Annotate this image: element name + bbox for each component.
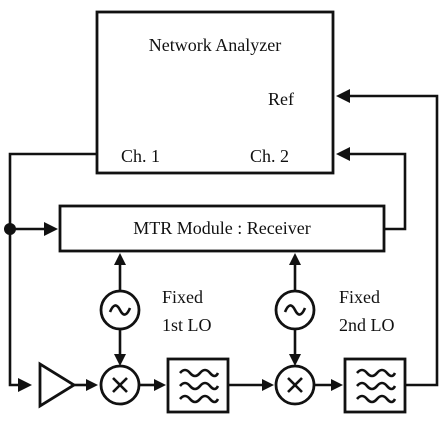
filter1-to-mixer2-line <box>228 379 274 391</box>
lo1-label-line1: Fixed <box>162 287 203 307</box>
network-analyzer-box: Network Analyzer Ref Ch. 1 Ch. 2 <box>95 10 335 175</box>
filter-2-icon <box>343 357 407 414</box>
mixer-1-icon <box>99 364 141 406</box>
mixer-2-icon <box>274 364 316 406</box>
receiver-box: MTR Module : Receiver <box>58 204 386 253</box>
ch1-signal-line <box>8 152 97 392</box>
lo1-to-receiver-line <box>114 253 126 291</box>
receiver-input-line <box>4 222 58 236</box>
amp-to-mixer1-line <box>74 379 98 391</box>
filter-1-icon <box>166 357 230 414</box>
lo2-label-line1: Fixed <box>339 287 380 307</box>
mixer2-to-filter2-line <box>314 379 343 391</box>
ch1-port-label: Ch. 1 <box>121 146 160 166</box>
receiver-to-ch2-line <box>336 147 407 231</box>
lo2-source-icon <box>274 289 316 331</box>
lo1-source-icon <box>99 289 141 331</box>
ref-feedback-line <box>336 89 439 387</box>
lo1-to-mixer1-line <box>114 329 126 366</box>
amplifier-icon <box>38 361 77 409</box>
ch2-port-label: Ch. 2 <box>250 146 289 166</box>
lo1-label-line2: 1st LO <box>162 315 212 335</box>
junction-dot-icon <box>4 223 16 235</box>
receiver-label: MTR Module : Receiver <box>133 218 310 238</box>
lo2-to-receiver-line <box>289 253 301 291</box>
network-analyzer-title: Network Analyzer <box>149 35 281 55</box>
lo2-label-line2: 2nd LO <box>339 315 395 335</box>
ref-port-label: Ref <box>268 89 294 109</box>
lo2-to-mixer2-line <box>289 329 301 366</box>
mixer1-to-filter1-line <box>139 379 166 391</box>
